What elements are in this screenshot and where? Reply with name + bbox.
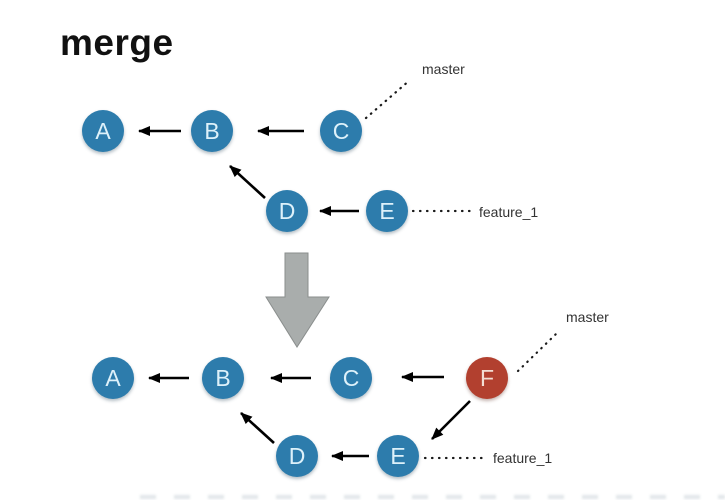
branch-label-master-after: master <box>566 309 609 325</box>
commit-node-d-before: D <box>266 190 308 232</box>
branch-label-feature1-after: feature_1 <box>493 450 553 466</box>
edge-d-to-b-after <box>240 412 275 444</box>
master-pointer-dotted-line-after <box>516 332 558 373</box>
commit-node-e-before: E <box>366 190 408 232</box>
commit-node-c-after: C <box>330 357 372 399</box>
merge-commit-node-f-after: F <box>466 357 508 399</box>
commit-node-b-after: B <box>202 357 244 399</box>
bottom-edge-artifact <box>140 495 725 499</box>
edge-f-to-e-after <box>431 400 471 440</box>
commit-node-d-after: D <box>276 435 318 477</box>
commit-node-c-before: C <box>320 110 362 152</box>
commit-node-a-after: A <box>92 357 134 399</box>
edge-d-to-b-before <box>229 165 266 199</box>
commit-node-b-before: B <box>191 110 233 152</box>
master-pointer-dotted-line-before <box>364 78 412 120</box>
page-title: merge <box>60 22 174 63</box>
commit-node-e-after: E <box>377 435 419 477</box>
commit-node-a-before: A <box>82 110 124 152</box>
branch-label-feature1-before: feature_1 <box>479 204 539 220</box>
transform-down-arrow <box>265 252 330 348</box>
branch-label-master-before: master <box>422 61 465 77</box>
